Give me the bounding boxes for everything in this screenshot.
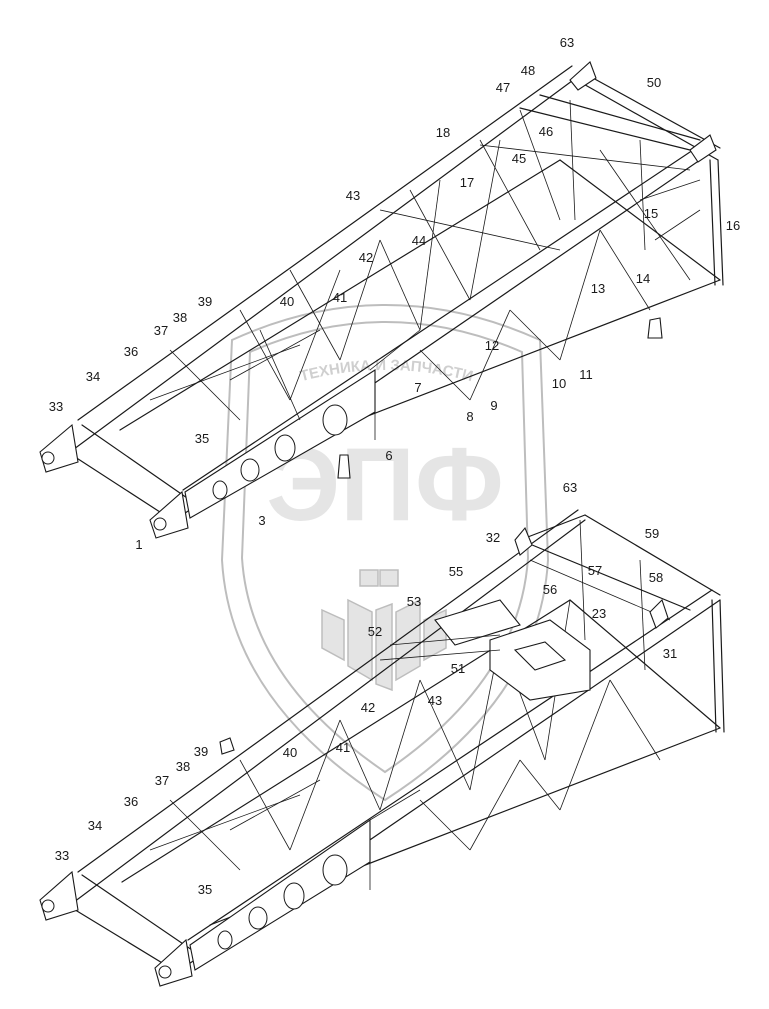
callout-c42a: 42	[359, 250, 373, 265]
callout-c39b: 39	[194, 744, 208, 759]
callout-c35b: 35	[198, 882, 212, 897]
callout-c41a: 41	[333, 290, 347, 305]
callout-c13: 13	[591, 281, 605, 296]
callout-c47: 47	[496, 80, 510, 95]
callout-c36b: 36	[124, 794, 138, 809]
callout-c48: 48	[521, 63, 535, 78]
callout-c14: 14	[636, 271, 650, 286]
callout-c63b: 63	[563, 480, 577, 495]
callout-c39a: 39	[198, 294, 212, 309]
callout-c38a: 38	[173, 310, 187, 325]
callout-c6: 6	[385, 448, 392, 463]
callout-c33a: 33	[49, 399, 63, 414]
callout-c51: 51	[451, 661, 465, 676]
callout-c18: 18	[436, 125, 450, 140]
callout-c40b: 40	[283, 745, 297, 760]
callout-c35a: 35	[195, 431, 209, 446]
callout-c36a: 36	[124, 344, 138, 359]
callout-c34b: 34	[88, 818, 102, 833]
callout-c55: 55	[449, 564, 463, 579]
callout-c58: 58	[649, 570, 663, 585]
callout-c38b: 38	[176, 759, 190, 774]
callout-c15: 15	[644, 206, 658, 221]
callout-c56: 56	[543, 582, 557, 597]
callout-c59: 59	[645, 526, 659, 541]
callout-c43b: 43	[428, 693, 442, 708]
callout-c46: 46	[539, 124, 553, 139]
callout-c32: 32	[486, 530, 500, 545]
callout-c41b: 41	[336, 740, 350, 755]
callout-c11: 11	[579, 367, 593, 382]
callout-c31: 31	[663, 646, 677, 661]
callout-c50: 50	[647, 75, 661, 90]
callout-c23: 23	[592, 606, 606, 621]
callout-c37a: 37	[154, 323, 168, 338]
watermark-arc-text: ТЕХНИКА И ЗАПЧАСТИ	[298, 357, 475, 385]
callout-c63a: 63	[560, 35, 574, 50]
callout-c42b: 42	[361, 700, 375, 715]
lower-boom-section	[39, 509, 725, 987]
callout-c53: 53	[407, 594, 421, 609]
callout-c9: 9	[490, 398, 497, 413]
callout-c10: 10	[552, 376, 566, 391]
callout-c43a: 43	[346, 188, 360, 203]
callout-c40a: 40	[280, 294, 294, 309]
callout-c12: 12	[485, 338, 499, 353]
watermark-emblem	[321, 569, 447, 692]
callout-c7: 7	[414, 380, 421, 395]
upper-boom-section	[39, 61, 724, 539]
callout-c1: 1	[135, 537, 142, 552]
callout-c52: 52	[368, 624, 382, 639]
callout-c37b: 37	[155, 773, 169, 788]
callout-c16: 16	[726, 218, 740, 233]
watermark: ЭПФ ТЕХНИКА И ЗАПЧАСТИ	[220, 304, 550, 802]
callout-c57: 57	[588, 563, 602, 578]
callout-c8: 8	[466, 409, 473, 424]
callout-c44: 44	[412, 233, 426, 248]
callout-c17: 17	[460, 175, 474, 190]
callout-c34a: 34	[86, 369, 100, 384]
callout-c33b: 33	[55, 848, 69, 863]
callout-c45: 45	[512, 151, 526, 166]
callout-c3: 3	[258, 513, 265, 528]
